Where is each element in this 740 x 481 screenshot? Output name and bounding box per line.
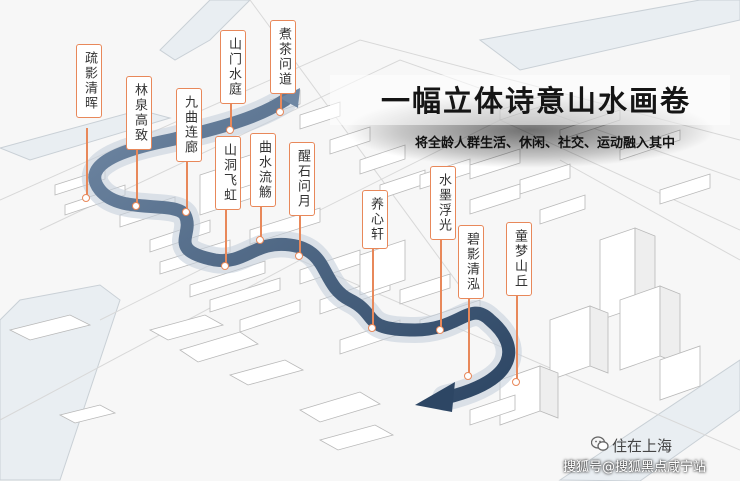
leader-tongmeng xyxy=(516,292,518,380)
leader-xingshi xyxy=(299,212,301,254)
pin-biying xyxy=(464,372,472,380)
label-shandong-feihong: 山洞飞虹 xyxy=(215,136,241,210)
leader-shuying xyxy=(86,128,88,198)
pin-linquan xyxy=(132,202,140,210)
label-shanmen-shuiting: 山门水庭 xyxy=(220,30,246,104)
leader-zhucha xyxy=(280,90,282,112)
label-biying-qinghong: 碧影清泓 xyxy=(458,225,484,299)
leader-jiuqu xyxy=(186,158,188,212)
leader-qushui xyxy=(260,203,262,239)
leader-shanmen xyxy=(230,100,232,130)
wechat-icon xyxy=(591,436,609,451)
label-tongmeng-shanqiu: 童梦山丘 xyxy=(506,222,532,296)
pin-shanmen xyxy=(226,126,234,134)
subline: 将全龄人群生活、休闲、社交、运动融入其中 xyxy=(414,136,675,151)
label-linquan-gaozhi: 林泉高致 xyxy=(126,76,152,150)
leader-shuimo xyxy=(440,236,442,330)
river-arrowhead xyxy=(415,382,455,412)
label-jiuqu-lianlang: 九曲连廊 xyxy=(176,88,202,162)
label-zhucha-wendao: 煮茶问道 xyxy=(270,20,296,94)
pin-tongmeng xyxy=(512,378,520,386)
pin-jiuqu xyxy=(182,208,190,216)
leader-shandong xyxy=(225,205,227,263)
pin-qushui xyxy=(256,236,264,244)
pin-xingshi xyxy=(295,252,303,260)
river-core xyxy=(88,93,516,405)
headline: 一幅立体诗意山水画卷 xyxy=(380,84,691,118)
label-yangxin-xuan: 养心轩 xyxy=(362,190,388,249)
pin-shuying xyxy=(82,194,90,202)
pin-zhucha xyxy=(276,108,284,116)
pin-shandong xyxy=(221,262,229,270)
leader-linquan xyxy=(136,146,138,206)
leader-biying xyxy=(468,295,470,375)
label-qushui-liushang: 曲水流觞 xyxy=(250,133,276,207)
headline-backdrop xyxy=(330,75,730,125)
pin-shuimo xyxy=(436,326,444,334)
label-shuying-qinghui: 疏影清晖 xyxy=(76,44,102,118)
watermark-brand: 住在上海 xyxy=(612,437,673,455)
label-xingshi-wenyue: 醒石问月 xyxy=(289,142,315,216)
watermark-source: 搜狐号@搜狐黑点咸宁站 xyxy=(563,460,707,475)
pin-yangxin xyxy=(368,324,376,332)
leader-yangxin xyxy=(372,240,374,326)
label-shuimo-fuguang: 水墨浮光 xyxy=(430,166,456,240)
